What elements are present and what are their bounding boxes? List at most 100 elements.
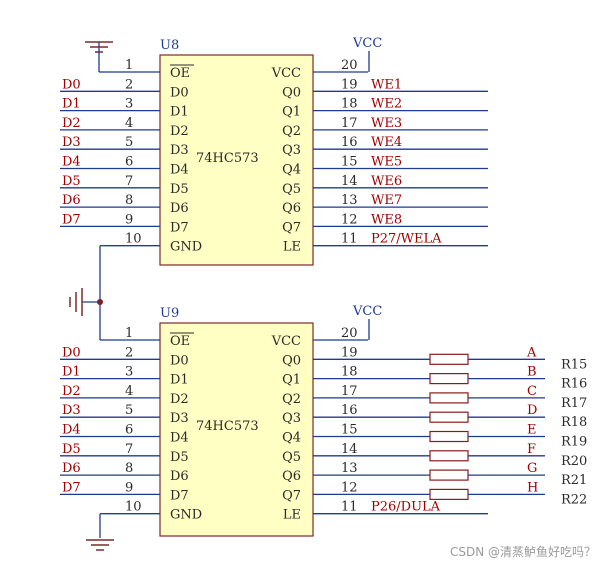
chip-u8-rpin-num: 13	[341, 193, 358, 208]
chip-u8-rpin-num: 14	[341, 174, 358, 189]
chip-u9-lpin-name: D1	[170, 373, 189, 388]
segment-label-a: A	[526, 345, 537, 360]
chip-u8-lpin-name: D0	[170, 85, 189, 100]
resistor-ref-r17: R17	[561, 396, 587, 411]
chip-u9-lpin-num: 4	[125, 384, 133, 399]
chip-u8-lpin-name: D5	[170, 182, 189, 197]
chip-u8-rpin-name: Q7	[282, 220, 301, 235]
chip-u8-rpin-num: 20	[341, 58, 358, 73]
chip-u9-rpin-num: 19	[341, 345, 358, 360]
chip-u8-rpin-name: Q2	[282, 124, 301, 139]
chip-u8-rnet: WE5	[371, 155, 402, 170]
chip-u8-rpin-num: 12	[341, 212, 358, 227]
segment-label-b: B	[527, 365, 537, 380]
chip-u8-ref: U8	[160, 38, 179, 53]
chip-u9-rpin-num: 12	[341, 480, 358, 495]
chip-u8-rpin-name: LE	[283, 240, 301, 255]
chip-u9-lpin-name: D5	[170, 450, 189, 465]
chip-u9-lpin-num: 1	[125, 326, 133, 341]
chip-u9-rpin-name: Q0	[282, 353, 301, 368]
chip-u9-lpin-num: 7	[125, 442, 133, 457]
chip-u8-lpin-name: GND	[170, 240, 202, 255]
chip-u8-lpin-name: D6	[170, 201, 189, 216]
chip-u9-lpin-name: D2	[170, 392, 189, 407]
chip-u9-lpin-name: D4	[170, 431, 189, 446]
chip-u8-lpin-name: D4	[170, 163, 189, 178]
chip-u8-rpin-name: Q0	[282, 85, 301, 100]
chip-u9-rpin-name: Q7	[282, 488, 301, 503]
chip-u8-lpin-num: 7	[125, 174, 133, 189]
chip-u9-lnet-d2: D2	[62, 384, 81, 399]
resistor-r15	[429, 353, 469, 365]
resistor-r16	[429, 373, 469, 385]
chip-u8-lnet-d5: D5	[62, 174, 81, 189]
chip-u9-lnet-d0: D0	[62, 345, 81, 360]
chip-u9-rpin-name: LE	[283, 508, 301, 523]
chip-u9-lnet-d1: D1	[62, 365, 81, 380]
chip-u8-rpin-num: 15	[341, 155, 358, 170]
segment-label-h: H	[527, 480, 538, 495]
chip-u9-rpin-name: Q4	[282, 431, 301, 446]
resistor-ref-r22: R22	[561, 492, 587, 507]
chip-u8-lpin-num: 3	[125, 97, 133, 112]
resistor-r18	[429, 411, 469, 423]
chip-u8-rnet: WE7	[371, 193, 402, 208]
chip-u8-rnet: WE4	[371, 135, 402, 150]
chip-u9-part: 74HC573	[196, 419, 259, 434]
chip-u8-rnet: WE2	[371, 97, 402, 112]
chip-u9-lpin-num: 10	[125, 500, 142, 515]
chip-u9-lnet-d7: D7	[62, 480, 81, 495]
chip-u8-lpin-num: 6	[125, 155, 133, 170]
chip-u8-rpin-num: 18	[341, 97, 358, 112]
chip-u9-lpin-num: 3	[125, 365, 133, 380]
chip-u9-rpin-num: 13	[341, 461, 358, 476]
chip-u8-rnet: WE6	[371, 174, 402, 189]
resistor-r19	[429, 430, 469, 443]
chip-u9-rpin-num: 17	[341, 384, 358, 399]
chip-u8-rpin-name: Q5	[282, 182, 301, 197]
chip-u8-lnet-d7: D7	[62, 212, 81, 227]
watermark: CSDN @清蒸鲈鱼好吃吗？	[449, 545, 596, 559]
chip-u8-lpin-name: D2	[170, 124, 189, 139]
chip-u8-rpin-name: VCC	[271, 66, 301, 81]
chip-u8-lnet-d3: D3	[62, 135, 81, 150]
chip-u8-lpin-num: 2	[125, 77, 133, 92]
chip-u9-rpin-num: 15	[341, 423, 358, 438]
chip-u9-lnet-d6: D6	[62, 461, 81, 476]
chip-u8-lnet-d6: D6	[62, 193, 81, 208]
chip-u8-rnet: WE8	[371, 212, 402, 227]
chip-u8-lpin-num: 9	[125, 212, 133, 227]
chip-u8-rpin-num: 11	[341, 232, 358, 247]
segment-label-f: F	[527, 442, 536, 457]
chip-u9-lpin-name: OE	[170, 334, 190, 349]
segment-label-c: C	[527, 384, 537, 399]
chip-u9-lpin-name: D3	[170, 411, 189, 426]
segment-label-d: D	[527, 403, 537, 418]
segment-label-e: E	[527, 423, 537, 438]
chip-u9-rnet: P26/DULA	[371, 500, 441, 515]
chip-u9-body	[159, 322, 314, 537]
chip-u9-rpin-name: VCC	[271, 334, 301, 349]
chip-u9-lpin-num: 5	[125, 403, 133, 418]
chip-u9-rpin-name: Q5	[282, 450, 301, 465]
chip-u8-rpin-name: Q6	[282, 201, 301, 216]
chip-u8-lpin-num: 4	[125, 116, 133, 131]
resistor-r21	[429, 469, 469, 481]
chip-u9-lpin-name: D0	[170, 353, 189, 368]
chip-u8-lpin-name: D3	[170, 143, 189, 158]
chip-u8-lpin-num: 8	[125, 193, 133, 208]
chip-u8-lpin-num: 10	[125, 232, 142, 247]
chip-u8-lpin-num: 1	[125, 58, 133, 73]
resistor-r20	[429, 450, 469, 462]
chip-u9-vcc-label: VCC	[352, 304, 382, 319]
chip-u8-rpin-num: 16	[341, 135, 358, 150]
resistor-ref-r20: R20	[561, 454, 587, 469]
resistor-r17	[429, 392, 469, 404]
chip-u9-lpin-name: D6	[170, 469, 189, 484]
chip-u9-ref: U9	[160, 306, 179, 321]
chip-u8-rpin-name: Q1	[282, 105, 301, 120]
chip-u8-lnet-d4: D4	[62, 155, 81, 170]
chip-u9-lnet-d3: D3	[62, 403, 81, 418]
chip-u9-lnet-d5: D5	[62, 442, 81, 457]
